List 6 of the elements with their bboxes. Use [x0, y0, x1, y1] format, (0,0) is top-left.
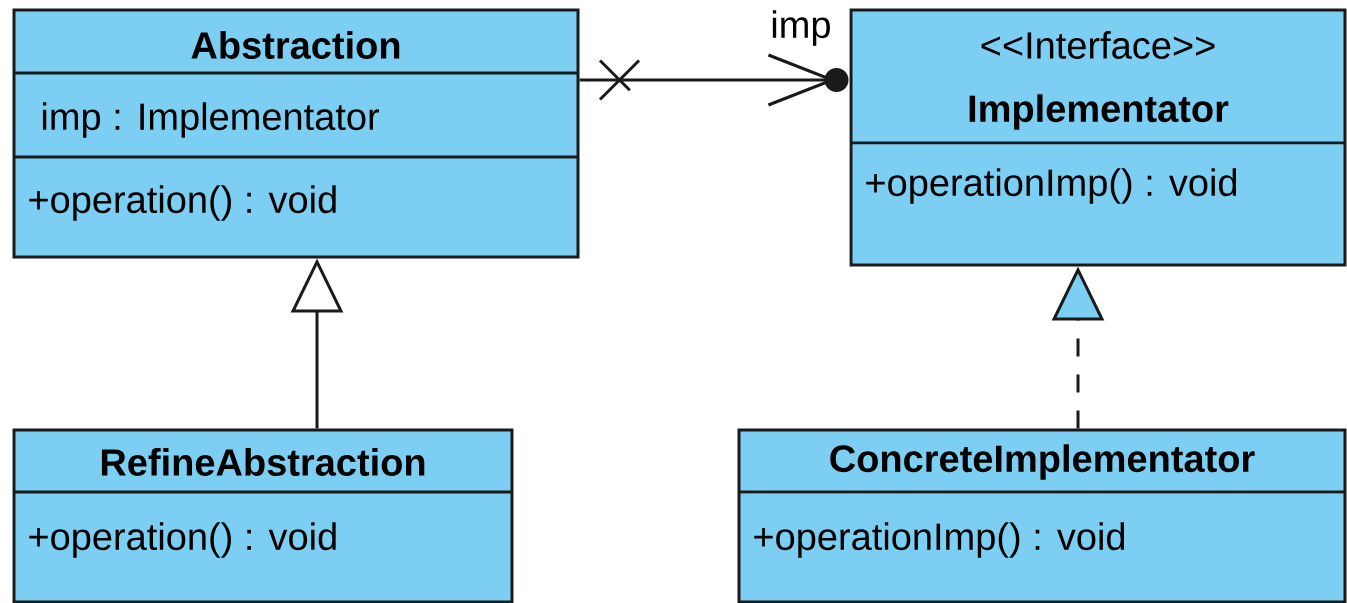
- class-box: <<Interface>> Implementator +operationImp() : void: [849, 8, 1347, 267]
- edge-label: imp: [768, 8, 834, 48]
- class-box: ConcreteImplementator +operationImp() : void: [737, 428, 1347, 603]
- class-box: RefineAbstraction +operation() : void: [12, 428, 514, 603]
- arrow: [579, 53, 849, 107]
- class-box: Abstraction imp : Implementator +operation() : void: [12, 8, 580, 259]
